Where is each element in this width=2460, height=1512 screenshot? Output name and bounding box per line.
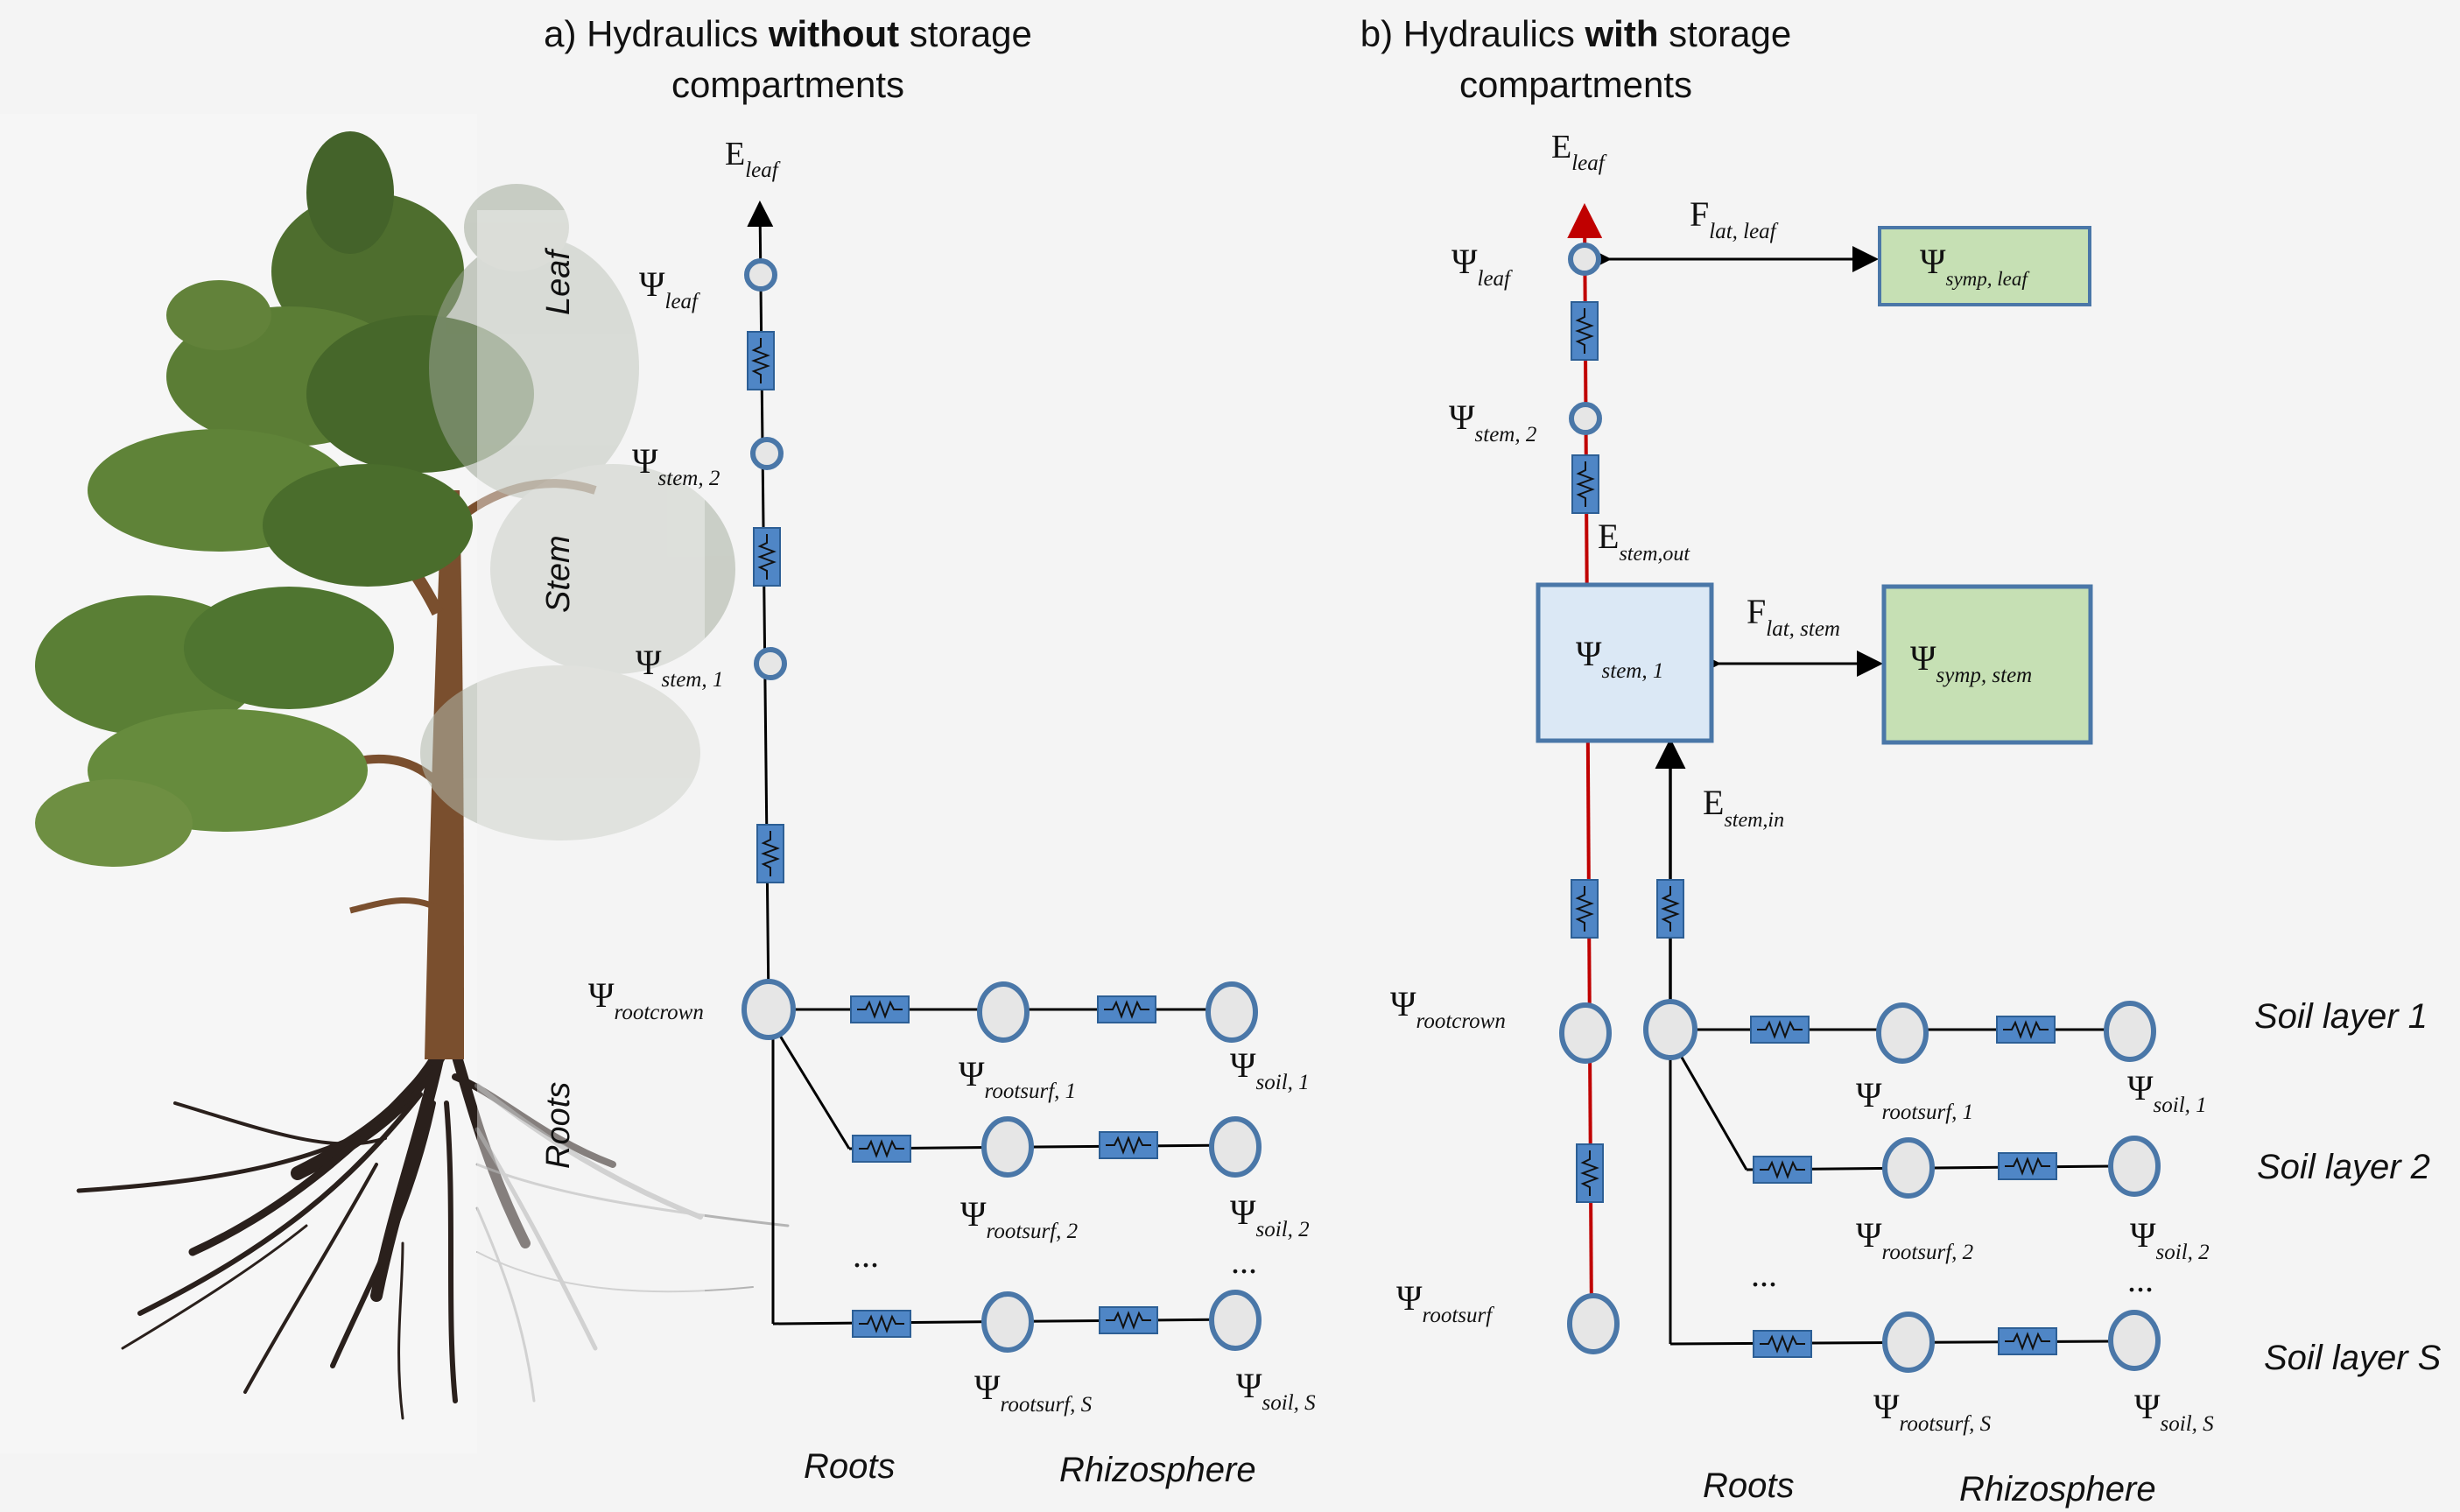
panel-b-label-rootsurfS: Ψrootsurf, S (1873, 1387, 1992, 1436)
panel-a-label-rootsurf2: Ψrootsurf, 2 (960, 1194, 1078, 1243)
panel-b-resistor-root-upper (1571, 879, 1599, 939)
panel-b-label-estem-out: Estem,out (1598, 517, 1690, 566)
panel-a-label-rhizosphere: Rhizosphere (1059, 1451, 1256, 1489)
panel-b-node-rootcrown-branch (1643, 999, 1697, 1060)
panel-b-network (1536, 203, 2115, 1346)
panel-a-label-leaf: Ψleaf (639, 264, 700, 313)
panel-a-resistor-root-2 (852, 1135, 911, 1163)
panel-a-node-leaf (744, 258, 777, 292)
panel-a-label-soil1: Ψsoil, 1 (1230, 1045, 1310, 1094)
panel-b-node-rootsurf2 (1882, 1137, 1935, 1199)
symp-stem-box (1881, 584, 2093, 745)
panel-b-label-rootcrown: Ψrootcrown (1390, 984, 1506, 1033)
panel-b-label-rootsurf2: Ψrootsurf, 2 (1856, 1215, 1973, 1264)
panel-a-node-stem2 (750, 437, 784, 470)
tree-illustration: Leaf Stem Roots (0, 114, 790, 1453)
panel-a-ellipsis-soil: ... (1231, 1241, 1257, 1281)
panel-a-label-soil2: Ψsoil, 2 (1230, 1192, 1310, 1241)
panel-b-resistor-root-1 (1750, 1016, 1810, 1044)
panel-b-node-soil1 (2104, 1001, 2156, 1062)
symp-leaf-box (1878, 226, 2091, 306)
panel-b-node-rootcrown (1559, 1002, 1612, 1064)
panel-b-node-leaf (1568, 243, 1601, 276)
panel-a-label-rootcrown: Ψrootcrown (588, 975, 704, 1024)
panel-b-label-estem-in: Estem,in (1703, 783, 1784, 832)
panel-b-e-leaf-label: Eleaf (1551, 129, 1607, 175)
panel-b-label-roots: Roots (1703, 1466, 1795, 1505)
panel-a-label-stem1: Ψstem, 1 (636, 643, 723, 692)
panel-a-node-rootsurf1 (977, 981, 1030, 1043)
panel-a-node-stem1 (754, 647, 787, 680)
panel-b-label-soilS: Ψsoil, S (2134, 1387, 2214, 1436)
panel-b-node-soilS (2108, 1310, 2161, 1371)
panel-b-resistor-root-lower (1576, 1143, 1604, 1203)
tree-label-leaf: Leaf (540, 248, 577, 315)
panel-a-e-leaf-label: Eleaf (725, 136, 781, 182)
panel-b-node-rootsurf (1567, 1293, 1620, 1354)
tree-label-stem: Stem (540, 535, 577, 613)
panel-b-ellipsis-roots: ... (1751, 1255, 1777, 1294)
panel-b-ellipsis-soil: ... (2127, 1260, 2154, 1299)
panel-a-label-stem2: Ψstem, 2 (632, 441, 720, 490)
panel-b-label-stem1: Ψstem, 1 (1576, 634, 1663, 683)
panel-b-title: b) Hydraulics with storage compartments (1360, 13, 1792, 105)
panel-b-label-rhizosphere: Rhizosphere (1959, 1470, 2156, 1508)
panel-b-soil-layer-S: Soil layer S (2264, 1339, 2442, 1377)
panel-b-label-flat-leaf: Flat, leaf (1690, 194, 1779, 243)
panel-b-node-stem2 (1569, 402, 1602, 435)
panel-a-label-soilS: Ψsoil, S (1236, 1366, 1316, 1415)
panel-b-resistor-stem (1571, 454, 1599, 514)
panel-b-node-rootsurf1 (1876, 1002, 1929, 1064)
panel-b-resistor-root-2 (1753, 1156, 1812, 1184)
panel-b-node-soil2 (2108, 1136, 2161, 1197)
panel-a-resistor-stem (753, 527, 781, 587)
panel-b-resistor-rhizo-S (1998, 1327, 2057, 1355)
panel-a-node-soilS (1209, 1290, 1262, 1351)
panel-b-label-soil1: Ψsoil, 1 (2127, 1068, 2207, 1117)
panel-a-resistor-root (756, 824, 784, 883)
panel-a-resistor-rhizo-2 (1099, 1131, 1158, 1159)
panel-b-label-leaf: Ψleaf (1451, 242, 1513, 291)
panel-b-resistor-rhizo-2 (1998, 1152, 2057, 1180)
panel-a-ellipsis-roots: ... (853, 1235, 879, 1275)
panel-a-label-rootsurfS: Ψrootsurf, S (974, 1368, 1093, 1417)
panel-a-title: a) Hydraulics without storage compartmen… (544, 13, 1032, 105)
panel-a-node-soil1 (1205, 981, 1258, 1043)
panel-b-label-stem2: Ψstem, 2 (1449, 397, 1536, 447)
panel-b-soil-layer-1: Soil layer 1 (2254, 997, 2428, 1036)
tree-label-roots: Roots (540, 1082, 577, 1169)
panel-a-resistor-rhizo-S (1099, 1306, 1158, 1334)
panel-a-label-rootsurf1: Ψrootsurf, 1 (959, 1054, 1076, 1103)
panel-a-resistor-leaf (747, 331, 775, 390)
panel-a-node-soil2 (1209, 1116, 1262, 1178)
panel-b-resistor-root-S (1753, 1330, 1812, 1358)
panel-b-label-soil2: Ψsoil, 2 (2130, 1215, 2210, 1264)
panel-b-soil-layer-2: Soil layer 2 (2257, 1148, 2430, 1186)
panel-a-resistor-root-1 (850, 995, 910, 1023)
panel-b-label-rootsurf1: Ψrootsurf, 1 (1856, 1075, 1973, 1124)
panel-b-node-rootsurfS (1882, 1312, 1935, 1373)
panel-a-node-rootsurf2 (981, 1116, 1034, 1178)
panel-b-label-rootsurf: Ψrootsurf (1396, 1278, 1494, 1327)
panel-a-resistor-rhizo-1 (1097, 995, 1156, 1023)
stem1-box (1536, 582, 1714, 743)
panel-b-resistor-leaf (1571, 301, 1599, 361)
panel-a-node-rootcrown (742, 979, 796, 1040)
panel-b-label-symp-leaf: Ψsymp, leaf (1920, 242, 2030, 290)
panel-b-resistor-inflow (1656, 879, 1684, 939)
panel-b-label-symp-stem: Ψsymp, stem (1910, 638, 2032, 687)
panel-a-label-roots: Roots (804, 1447, 896, 1486)
panel-a-node-rootsurfS (981, 1291, 1034, 1353)
panel-b-label-flat-stem: Flat, stem (1747, 592, 1840, 641)
panel-b-resistor-rhizo-1 (1996, 1016, 2056, 1044)
panel-a-resistor-root-S (852, 1310, 911, 1338)
